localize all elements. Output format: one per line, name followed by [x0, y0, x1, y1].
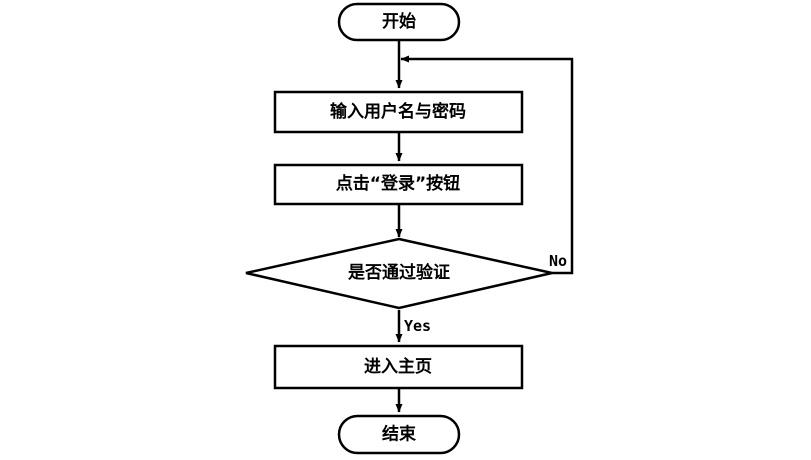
- yes-branch-label: Yes: [404, 317, 431, 335]
- click-login-node: 点击“登录”按钮: [273, 163, 524, 206]
- click-login-label: 点击“登录”按钮: [336, 173, 460, 194]
- verify-decision-node: 是否通过验证: [245, 237, 553, 310]
- end-node: 结束: [337, 414, 461, 455]
- enter-homepage-node: 进入主页: [273, 344, 524, 390]
- verify-decision-diamond: [245, 237, 553, 310]
- input-credentials-box: [273, 90, 524, 134]
- input-credentials-label: 输入用户名与密码: [330, 101, 466, 122]
- start-node: 开始: [337, 2, 461, 42]
- start-terminator-shape: [337, 2, 461, 42]
- enter-homepage-box: [273, 344, 524, 390]
- enter-homepage-label: 进入主页: [364, 356, 432, 377]
- end-label: 结束: [382, 424, 416, 445]
- start-label: 开始: [382, 11, 416, 32]
- verify-decision-label: 是否通过验证: [348, 262, 450, 283]
- edge-no-loop-back: [400, 55, 574, 275]
- end-terminator-shape: [337, 414, 461, 455]
- no-branch-label: No: [549, 252, 567, 270]
- input-credentials-node: 输入用户名与密码: [273, 90, 524, 134]
- click-login-box: [273, 163, 524, 206]
